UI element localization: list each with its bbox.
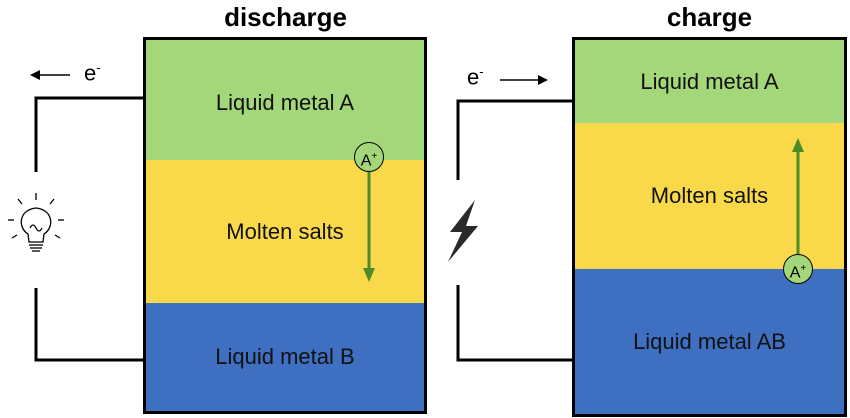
discharge-bottom-wire — [34, 288, 144, 362]
discharge-electron-label: e- — [84, 60, 101, 86]
charge-layer-liquid-metal-ab: Liquid metal AB — [575, 269, 844, 414]
discharge-layer-liquid-metal-a: Liquid metal A — [146, 40, 424, 160]
charge-title: charge — [666, 2, 753, 32]
lightning-bolt-icon — [448, 200, 478, 262]
discharge-layer-liquid-metal-b: Liquid metal B — [146, 303, 424, 411]
charge-electron-arrowhead — [538, 75, 548, 85]
discharge-electron-arrowhead — [30, 70, 40, 80]
charge-electron-label: e- — [467, 64, 484, 90]
charge-ion-badge: A+ — [783, 254, 813, 284]
discharge-ion-badge: A+ — [354, 142, 384, 172]
discharge-cell: Liquid metal A Molten salts Liquid metal… — [143, 37, 427, 414]
charge-layer-liquid-metal-a: Liquid metal A — [575, 40, 844, 123]
charge-cell: Liquid metal A Molten salts Liquid metal… — [572, 37, 847, 417]
discharge-title: discharge — [224, 2, 347, 32]
discharge-layer-molten-salts: Molten salts — [146, 160, 424, 303]
charge-top-wire — [456, 99, 574, 180]
discharge-top-wire — [34, 96, 144, 172]
charge-bottom-wire — [456, 285, 574, 362]
